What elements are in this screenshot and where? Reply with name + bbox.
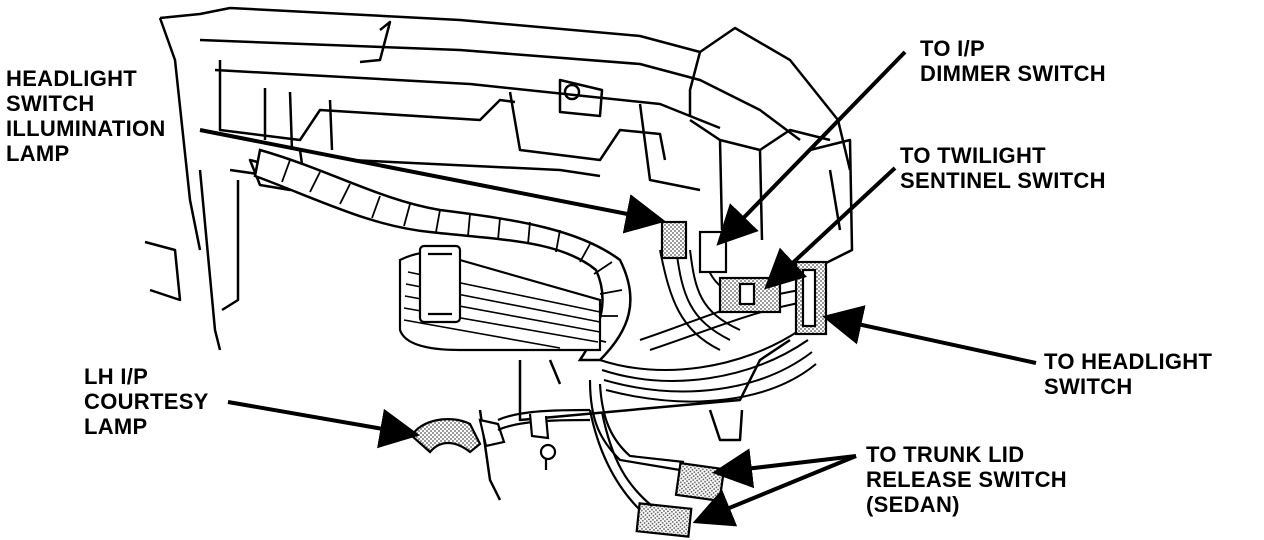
arrow-twilight: [764, 166, 897, 290]
label-line: LAMP: [6, 141, 70, 166]
arrow-headlight-switch: [822, 305, 1037, 365]
label-line: LH I/P: [84, 364, 149, 389]
label-headlight-switch-illumination-lamp: HEADLIGHT SWITCH ILLUMINATION LAMP: [6, 66, 166, 166]
label-line: SENTINEL SWITCH: [900, 168, 1106, 193]
left-harness-branch: [398, 244, 602, 352]
trunk-lid-pigtail: [588, 379, 685, 511]
label-line: (SEDAN): [866, 492, 960, 517]
arrow-headlight-lamp: [199, 128, 666, 234]
label-line: TO TRUNK LID: [866, 442, 1025, 467]
label-to-twilight-sentinel-switch: TO TWILIGHT SENTINEL SWITCH: [900, 143, 1106, 193]
label-line: SWITCH: [1044, 374, 1133, 399]
arrow-dimmer: [716, 50, 907, 246]
label-line: HEADLIGHT: [6, 66, 138, 91]
label-line: ILLUMINATION: [6, 116, 166, 141]
label-to-headlight-switch: TO HEADLIGHT SWITCH: [1044, 349, 1212, 399]
label-to-trunk-lid-release-switch: TO TRUNK LID RELEASE SWITCH (SEDAN): [866, 442, 1067, 517]
main-harness-bundle: [253, 148, 632, 362]
courtesy-lamp-assembly: [410, 408, 591, 470]
label-line: SWITCH: [6, 91, 95, 116]
arrow-courtesy: [227, 400, 420, 449]
label-line: LAMP: [84, 414, 148, 439]
dashboard-frame: [144, 6, 854, 501]
label-line: TO I/P: [920, 36, 985, 61]
label-lh-ip-courtesy-lamp: LH I/P COURTESY LAMP: [84, 364, 209, 439]
leader-arrows: [199, 50, 1037, 527]
arrow-trunk-upper: [712, 448, 857, 489]
connectors: [635, 220, 828, 538]
label-to-ip-dimmer-switch: TO I/P DIMMER SWITCH: [920, 36, 1106, 86]
label-line: TO TWILIGHT: [900, 143, 1046, 168]
label-line: TO HEADLIGHT: [1044, 349, 1213, 374]
label-line: COURTESY: [84, 389, 209, 414]
arrow-trunk-lower: [692, 454, 857, 527]
label-line: DIMMER SWITCH: [920, 61, 1106, 86]
label-line: RELEASE SWITCH: [866, 467, 1067, 492]
